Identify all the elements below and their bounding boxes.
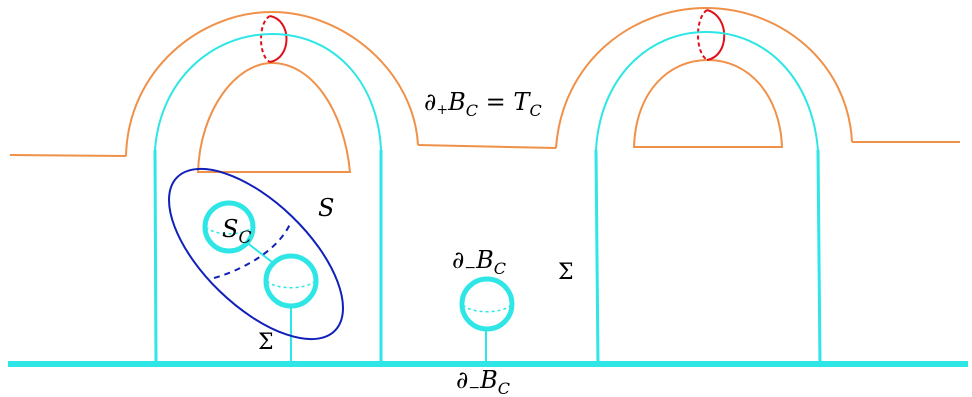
labels: ∂+BC = TC S SC Σ Σ ∂−BC ∂−BC [222, 88, 574, 397]
right-cyan-leg-right [816, 149, 822, 365]
sphere-s-outline [168, 167, 344, 341]
sphere-s [168, 167, 344, 341]
right-meridian-front [706, 9, 726, 61]
label-sigma-left: Σ [258, 330, 274, 355]
connecting-tube [245, 241, 273, 263]
right-meridian-back [697, 9, 708, 61]
sphere-upper-equator [205, 226, 253, 235]
label-sigma-right: Σ [558, 260, 574, 285]
boundary-baseline-middle [417, 144, 557, 149]
left-handle-inner-arch [196, 61, 352, 173]
right-cyan-arch [595, 30, 819, 151]
sigma-surface [8, 30, 968, 367]
right-handle-inner-arch [632, 58, 784, 148]
label-S-C: SC [222, 215, 251, 248]
sphere-middle [459, 276, 515, 332]
label-top-boundary: ∂+BC = TC [424, 88, 542, 120]
sphere-lower-equator [266, 280, 316, 289]
sphere-lower [263, 253, 319, 309]
label-partial-minus-middle: ∂−BC [452, 246, 506, 278]
right-cyan-leg-left [594, 149, 600, 365]
sphere-s-equator [213, 223, 291, 279]
sphere-upper [202, 200, 256, 254]
outer-boundary-surface [9, 6, 960, 173]
boundary-baseline-left [9, 154, 127, 157]
left-cyan-arch [154, 32, 382, 151]
left-meridian-back [260, 15, 271, 63]
sphere-middle-equator [462, 304, 512, 313]
left-handle-outer-arch [125, 10, 419, 157]
meridian-circles [260, 9, 726, 63]
left-meridian-front [269, 15, 288, 63]
label-partial-minus-bottom: ∂−BC [456, 366, 510, 397]
left-cyan-leg-left [153, 149, 158, 365]
right-handle-outer-arch [555, 6, 853, 149]
label-S: S [318, 194, 334, 222]
